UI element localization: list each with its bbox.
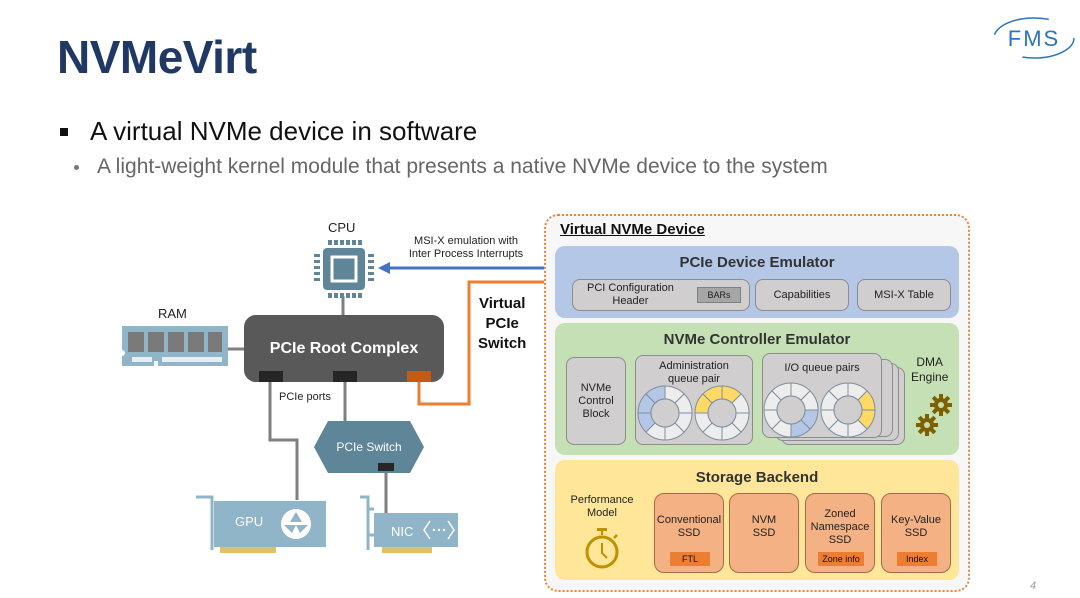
msix-table-box: MSI-X Table	[857, 279, 951, 311]
pcie-emulator-title: PCIe Device Emulator	[679, 254, 835, 271]
virtual-pcie-link	[417, 280, 546, 406]
ssd-line: Key-Value	[891, 514, 941, 526]
gpu-card-icon	[196, 495, 326, 553]
msix-label: MSI-X emulation with Inter Process Inter…	[404, 235, 528, 261]
ssd-line: Zoned	[824, 508, 856, 520]
slide-title: NVMeVirt	[57, 31, 257, 83]
admin-queue-text: Administration queue pair	[659, 360, 729, 386]
ssd-line: Conventional	[656, 514, 722, 526]
vswitch-line3: Switch	[478, 335, 527, 352]
ssd-line: NVM	[751, 514, 777, 526]
pcie-root-complex: PCIe Root Complex	[244, 315, 444, 382]
storage-backend: Storage Backend Performance Model Conven…	[555, 460, 959, 580]
pcie-ports-label: PCIe ports	[279, 391, 331, 403]
msix-label-line2: Inter Process Interrupts	[408, 248, 524, 260]
control-block-line2: Control	[578, 394, 614, 407]
pci-config-header: PCI Configuration Header BARs	[572, 279, 750, 311]
admin-queue-line2: queue pair	[667, 373, 720, 385]
vswitch-line1: Virtual	[478, 295, 526, 312]
ram-module-icon	[122, 326, 228, 366]
pcie-switch-label: PCIe Switch	[336, 440, 402, 454]
logo-text: FMS	[1008, 26, 1060, 51]
stopwatch-icon	[585, 528, 619, 569]
nvme-control-block: NVMe Control Block	[566, 357, 626, 445]
dma-engine-label: DMA Engine	[911, 355, 948, 385]
control-block-line1: NVMe	[580, 381, 612, 394]
msix-label-line1: MSI-X emulation with	[414, 235, 518, 247]
nic-label: NIC	[391, 524, 414, 539]
virtual-nvme-device-title: Virtual NVMe Device	[560, 221, 705, 238]
virtual-pcie-port	[407, 371, 431, 382]
round-bullet-icon	[74, 164, 79, 170]
page-number: 4	[1030, 580, 1037, 592]
vswitch-line2: PCIe	[485, 315, 519, 332]
bullet-text: A light-weight kernel module that presen…	[97, 155, 828, 178]
gpu-label: GPU	[235, 514, 264, 529]
config-header-line1: PCI Configuration	[587, 282, 674, 294]
cpu-chip-icon	[314, 240, 374, 298]
bullet-level1: A virtual NVMe device in software	[60, 116, 477, 147]
dma-line1: DMA	[916, 355, 944, 369]
arrow-head-icon	[378, 262, 390, 274]
root-complex-label: PCIe Root Complex	[269, 339, 419, 357]
ssd-nvm: NVM SSD	[729, 493, 799, 573]
nic-card-icon	[360, 495, 458, 553]
ssd-line: SSD	[677, 527, 701, 539]
ssd-line: SSD	[828, 534, 852, 546]
ssd-zoned-namespace: Zoned Namespace SSD Zone info	[805, 493, 875, 573]
nvme-emulator-title: NVMe Controller Emulator	[663, 331, 851, 348]
capabilities-box: Capabilities	[755, 279, 849, 311]
config-header-text: PCI Configuration Header	[587, 282, 674, 308]
gpu-link	[268, 382, 299, 500]
ssd-key-value: Key-Value SSD Index	[881, 493, 951, 573]
dma-line2: Engine	[911, 370, 949, 384]
pcie-port	[333, 371, 357, 382]
fms-logo-icon: FMS	[993, 17, 1075, 59]
performance-model-label: Performance Model	[565, 494, 639, 520]
virtual-pcie-switch-label: Virtual PCIe Switch	[478, 294, 526, 354]
zone-info-tag: Zone info	[818, 552, 864, 566]
nvme-controller-emulator: NVMe Controller Emulator NVMe Control Bl…	[555, 323, 959, 455]
index-tag: Index	[897, 552, 937, 566]
admin-queue-line1: Administration	[659, 360, 729, 372]
pcie-device-emulator: PCIe Device Emulator PCI Configuration H…	[555, 246, 959, 318]
admin-queue-pair: Administration queue pair	[635, 355, 753, 445]
ram-label: RAM	[158, 306, 187, 321]
ssd-line: Namespace	[810, 521, 870, 533]
config-header-line2: Header	[612, 295, 649, 307]
control-block-text: NVMe Control Block	[578, 382, 613, 421]
ssd-conventional: Conventional SSD FTL	[654, 493, 724, 573]
ssd-line: SSD	[904, 527, 928, 539]
ssd-line: SSD	[752, 527, 776, 539]
bars-box: BARs	[697, 287, 741, 303]
bullet-text: A virtual NVMe device in software	[90, 116, 478, 146]
perf-model-line1: Performance	[570, 494, 634, 506]
perf-model-line2: Model	[587, 507, 617, 519]
cpu-label: CPU	[328, 220, 356, 235]
bullet-level2: A light-weight kernel module that presen…	[74, 155, 828, 179]
gears-icon	[916, 394, 952, 436]
storage-backend-title: Storage Backend	[695, 469, 819, 486]
ftl-tag: FTL	[670, 552, 710, 566]
pcie-switch-shape	[314, 421, 424, 473]
pcie-port	[259, 371, 283, 382]
square-bullet-icon	[60, 127, 68, 136]
control-block-line3: Block	[582, 407, 610, 420]
io-queue-pairs: I/O queue pairs	[762, 353, 882, 438]
